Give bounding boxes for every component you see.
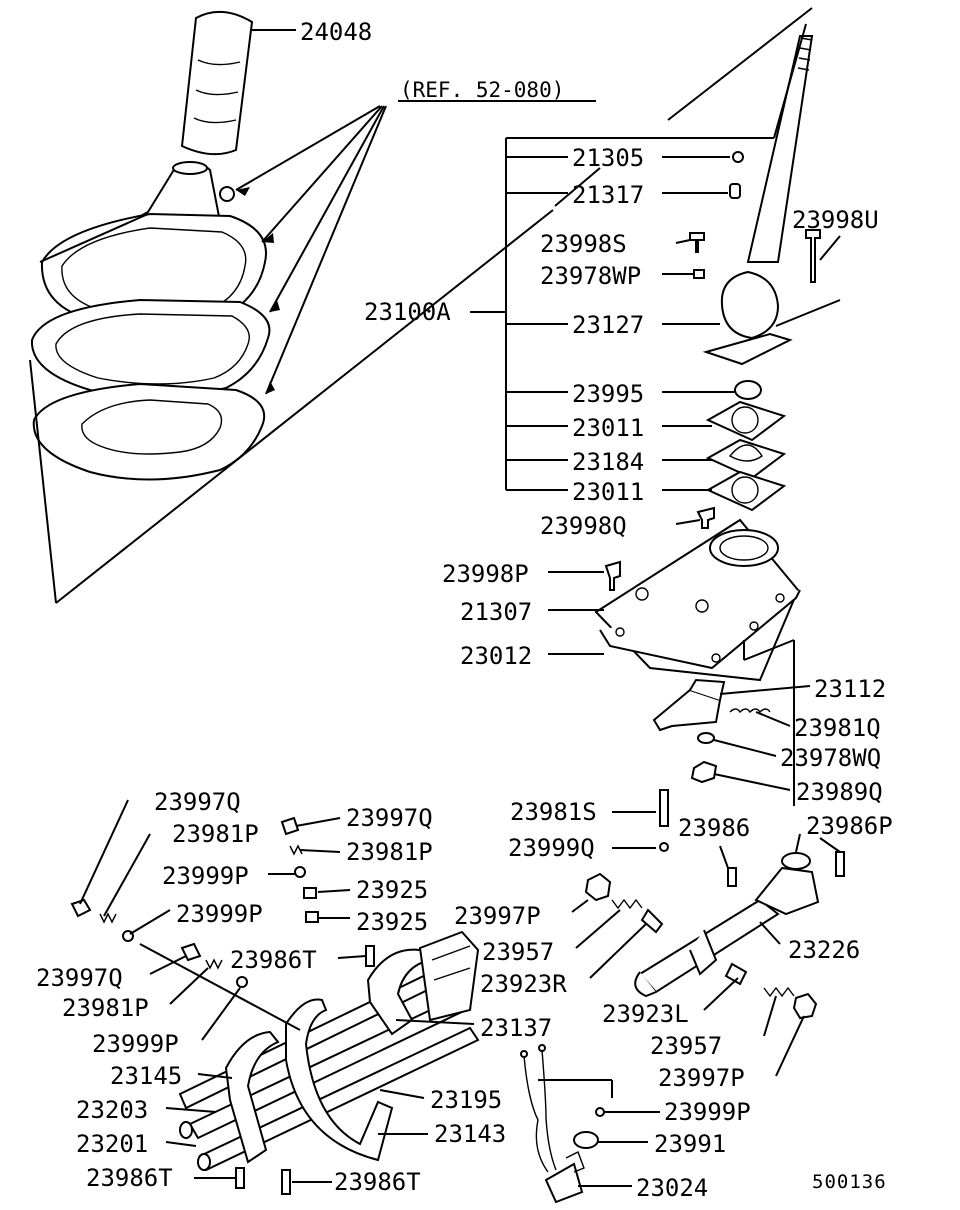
part-label-23997p-lower: 23997P (658, 1064, 745, 1092)
part-label-23986t-right: 23986T (334, 1168, 421, 1196)
part-label-23923r: 23923R (480, 970, 567, 998)
part-label-23011-upper: 23011 (572, 414, 644, 442)
part-label-21307: 21307 (460, 598, 532, 626)
drawing-code: 500136 (812, 1171, 887, 1193)
part-label-23957-lower: 23957 (650, 1032, 722, 1060)
part-label-23203: 23203 (76, 1096, 148, 1124)
part-label-23986t-top: 23986T (230, 946, 317, 974)
part-label-23981q: 23981Q (794, 714, 881, 742)
part-label-23112: 23112 (814, 675, 886, 703)
part-label-23925-upper: 23925 (356, 876, 428, 904)
part-label-23024: 23024 (636, 1174, 708, 1202)
part-labels: 24048 21305 21317 23998S 23998U 23978WP … (36, 18, 893, 1202)
shift-lever-drawing (689, 35, 821, 400)
part-label-23997p-upper: 23997P (454, 902, 541, 930)
part-label-23145: 23145 (110, 1062, 182, 1090)
switch-drawing (520, 1044, 613, 1204)
part-label-23978wp: 23978WP (540, 262, 641, 290)
part-label-23127: 23127 (572, 311, 644, 339)
shift-rail-drawing (584, 789, 845, 1020)
part-label-23997q-low: 23997Q (36, 964, 123, 992)
part-label-23981p-low: 23981P (62, 994, 149, 1022)
reference-arrows (235, 105, 387, 395)
part-label-23195: 23195 (430, 1086, 502, 1114)
part-label-23998p: 23998P (442, 560, 529, 588)
part-label-23184: 23184 (572, 448, 644, 476)
leader-lines (79, 23, 841, 1187)
part-label-23989q: 23989Q (796, 778, 883, 806)
part-label-23981p-mid: 23981P (346, 838, 433, 866)
part-label-23226: 23226 (788, 936, 860, 964)
shift-boot-drawing (30, 161, 271, 481)
part-label-23999p-mid: 23999P (176, 900, 263, 928)
part-label-23981s: 23981S (510, 798, 597, 826)
part-label-21317: 21317 (572, 181, 644, 209)
reference-label: (REF. 52-080) (400, 78, 564, 102)
part-label-23201: 23201 (76, 1130, 148, 1158)
part-label-23991: 23991 (654, 1130, 726, 1158)
cover-housing-drawing (594, 518, 801, 682)
select-lever-bracket-drawing (652, 639, 795, 806)
part-label-23923l: 23923L (602, 1000, 689, 1028)
part-label-23998q: 23998Q (540, 512, 627, 540)
shift-forks-drawing (70, 816, 480, 1195)
part-label-23925-lower: 23925 (356, 908, 428, 936)
assembly-outline-lines (29, 7, 813, 604)
part-label-23999p-low: 23999P (92, 1030, 179, 1058)
part-label-24048: 24048 (300, 18, 372, 46)
part-label-23986: 23986 (678, 814, 750, 842)
part-label-23143: 23143 (434, 1120, 506, 1148)
shift-knob-drawing (180, 11, 254, 156)
part-label-23997q-mid: 23997Q (346, 804, 433, 832)
part-label-23011-lower: 23011 (572, 478, 644, 506)
part-label-23100a: 23100A (364, 298, 451, 326)
part-label-23998u: 23998U (792, 206, 879, 234)
part-label-23998s: 23998S (540, 230, 627, 258)
part-label-23978wq: 23978WQ (780, 744, 881, 772)
part-label-23999p-top: 23999P (162, 862, 249, 890)
part-label-23986p: 23986P (806, 812, 893, 840)
part-label-23957-upper: 23957 (482, 938, 554, 966)
part-label-23012: 23012 (460, 642, 532, 670)
part-label-23986t-left: 23986T (86, 1164, 173, 1192)
part-label-23997q-top: 23997Q (154, 788, 241, 816)
part-label-23999p-switch: 23999P (664, 1098, 751, 1126)
gasket-plates-drawing (696, 400, 787, 529)
part-label-23981p-top: 23981P (172, 820, 259, 848)
part-label-21305: 21305 (572, 144, 644, 172)
part-label-23999q: 23999Q (508, 834, 595, 862)
part-label-23995: 23995 (572, 380, 644, 408)
part-label-23137: 23137 (480, 1014, 552, 1042)
